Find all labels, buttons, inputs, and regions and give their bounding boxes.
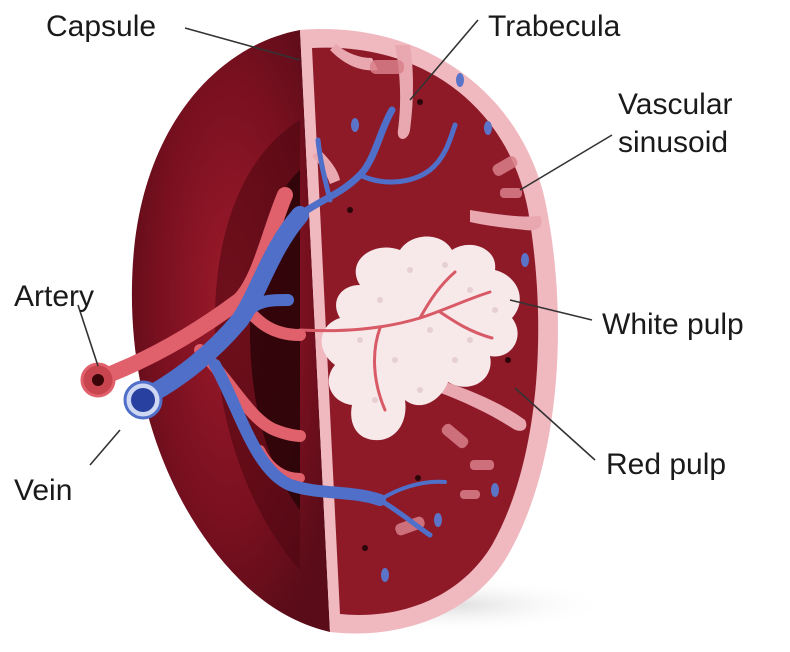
label-white-pulp: White pulp bbox=[602, 308, 744, 341]
label-capsule: Capsule bbox=[46, 10, 156, 43]
label-trabecula: Trabecula bbox=[488, 10, 621, 43]
label-vascular-sinusoid-line1: Vascular bbox=[618, 88, 733, 121]
label-red-pulp: Red pulp bbox=[606, 448, 726, 481]
label-vein: Vein bbox=[14, 474, 72, 507]
label-artery: Artery bbox=[14, 280, 94, 313]
label-vascular-sinusoid-line2: sinusoid bbox=[618, 126, 728, 159]
